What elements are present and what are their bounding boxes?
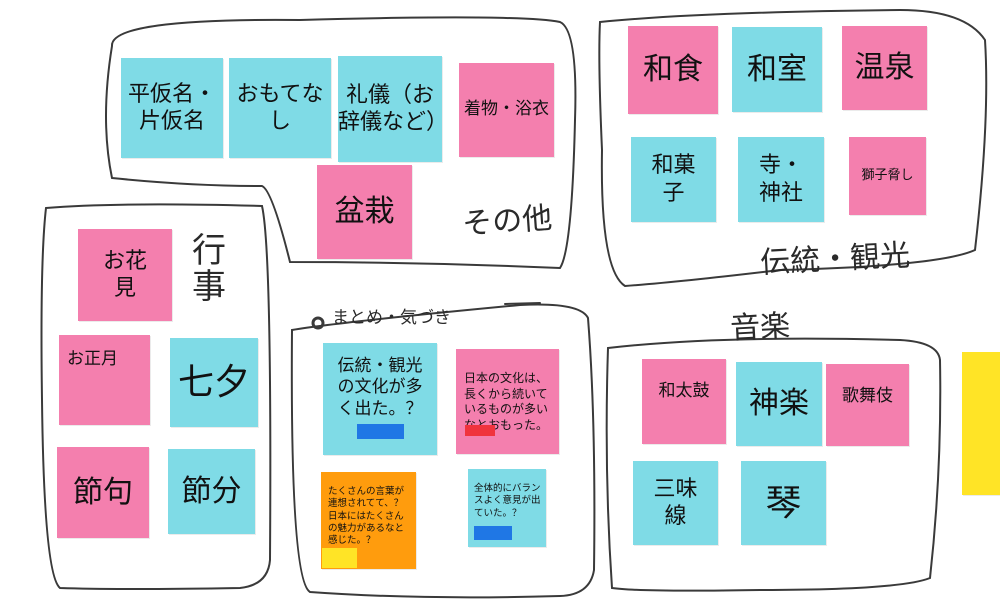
note-text: 琴 xyxy=(765,482,802,524)
label-music: 音楽 xyxy=(729,308,792,347)
note-shamisen[interactable]: 三味線 xyxy=(633,461,718,545)
note-text: 温泉 xyxy=(854,50,915,86)
note-kagura[interactable]: 神楽 xyxy=(736,362,822,446)
note-omotenashi[interactable]: おもてなし xyxy=(229,58,331,158)
note-text: 平仮名・片仮名 xyxy=(127,81,216,135)
blue-chip xyxy=(357,424,404,439)
note-wadaiko[interactable]: 和太鼓 xyxy=(642,359,726,444)
note-reigi[interactable]: 礼儀（お辞儀など） xyxy=(338,56,449,162)
label-summary: まとめ・気づき xyxy=(332,308,451,328)
note-text: 七夕 xyxy=(177,362,250,403)
label-events: 行事 xyxy=(192,231,226,307)
note-text: 歌舞伎 xyxy=(842,386,893,406)
note-wagashi[interactable]: 和菓子 xyxy=(631,137,716,222)
summary-underline xyxy=(504,302,541,305)
blue-chip xyxy=(474,526,512,540)
note-text: 全体的にバランスよく意見が出ていた。？ xyxy=(474,483,541,519)
note-text: 盆栽 xyxy=(334,194,395,230)
note-text: 着物・浴衣 xyxy=(464,99,549,120)
note-text: 和菓子 xyxy=(651,153,696,206)
note-oshogatsu[interactable]: お正月 xyxy=(59,335,150,425)
note-text: 節句 xyxy=(73,474,133,510)
note-ohanami[interactable]: お花見 xyxy=(78,229,172,321)
note-kimono[interactable]: 着物・浴衣 xyxy=(459,63,554,157)
note-text: たくさんの言葉が連想されてて、？日本にはたくさんの魅力があるなと感じた。？ xyxy=(328,486,405,547)
outline-events xyxy=(40,203,272,590)
note-yellow-partial[interactable] xyxy=(962,352,1000,495)
note-koto[interactable]: 琴 xyxy=(741,461,826,545)
outline-summary xyxy=(290,303,596,599)
note-text: 神楽 xyxy=(749,386,809,422)
note-text: 三味線 xyxy=(653,476,698,530)
note-shishi[interactable]: 獅子脅し xyxy=(849,137,926,215)
outline-music xyxy=(605,337,942,592)
note-text: 獅子脅し xyxy=(861,167,914,183)
note-onsen[interactable]: 温泉 xyxy=(842,26,927,110)
note-washitsu[interactable]: 和室 xyxy=(732,27,822,112)
note-text: 寺・神社 xyxy=(758,153,803,206)
note-bonsai[interactable]: 盆栽 xyxy=(317,165,412,259)
note-summary-2[interactable]: 日本の文化は、長くから続いているものが多いなとおもった。 xyxy=(456,349,559,454)
note-summary-1[interactable]: 伝統・観光の文化が多く出た。？ xyxy=(323,343,437,455)
yellow-chip xyxy=(322,548,357,568)
note-sekku[interactable]: 節句 xyxy=(57,447,149,538)
label-other: その他 xyxy=(461,200,554,243)
note-tanabata[interactable]: 七夕 xyxy=(170,338,258,427)
note-kana[interactable]: 平仮名・片仮名 xyxy=(121,58,223,158)
note-text: お正月 xyxy=(67,349,118,369)
bullet-circle xyxy=(311,316,325,330)
note-text: 礼儀（お辞儀など） xyxy=(338,82,449,136)
note-text: おもてなし xyxy=(236,81,324,135)
note-washoku[interactable]: 和食 xyxy=(628,26,718,114)
note-text: 和食 xyxy=(643,52,703,88)
note-kabuki[interactable]: 歌舞伎 xyxy=(826,364,909,446)
note-text: 伝統・観光の文化が多く出た。？ xyxy=(337,356,423,419)
note-text: 節分 xyxy=(181,473,242,509)
note-text: お花見 xyxy=(102,248,147,302)
outline-tradition xyxy=(598,8,988,288)
outline-other xyxy=(105,16,577,270)
note-text: 和太鼓 xyxy=(658,381,710,401)
red-chip xyxy=(465,425,495,436)
label-tradition: 伝統・観光 xyxy=(759,238,911,281)
note-text: 和室 xyxy=(747,51,807,87)
note-tera[interactable]: 寺・神社 xyxy=(738,137,824,222)
note-setsubun[interactable]: 節分 xyxy=(168,449,255,534)
